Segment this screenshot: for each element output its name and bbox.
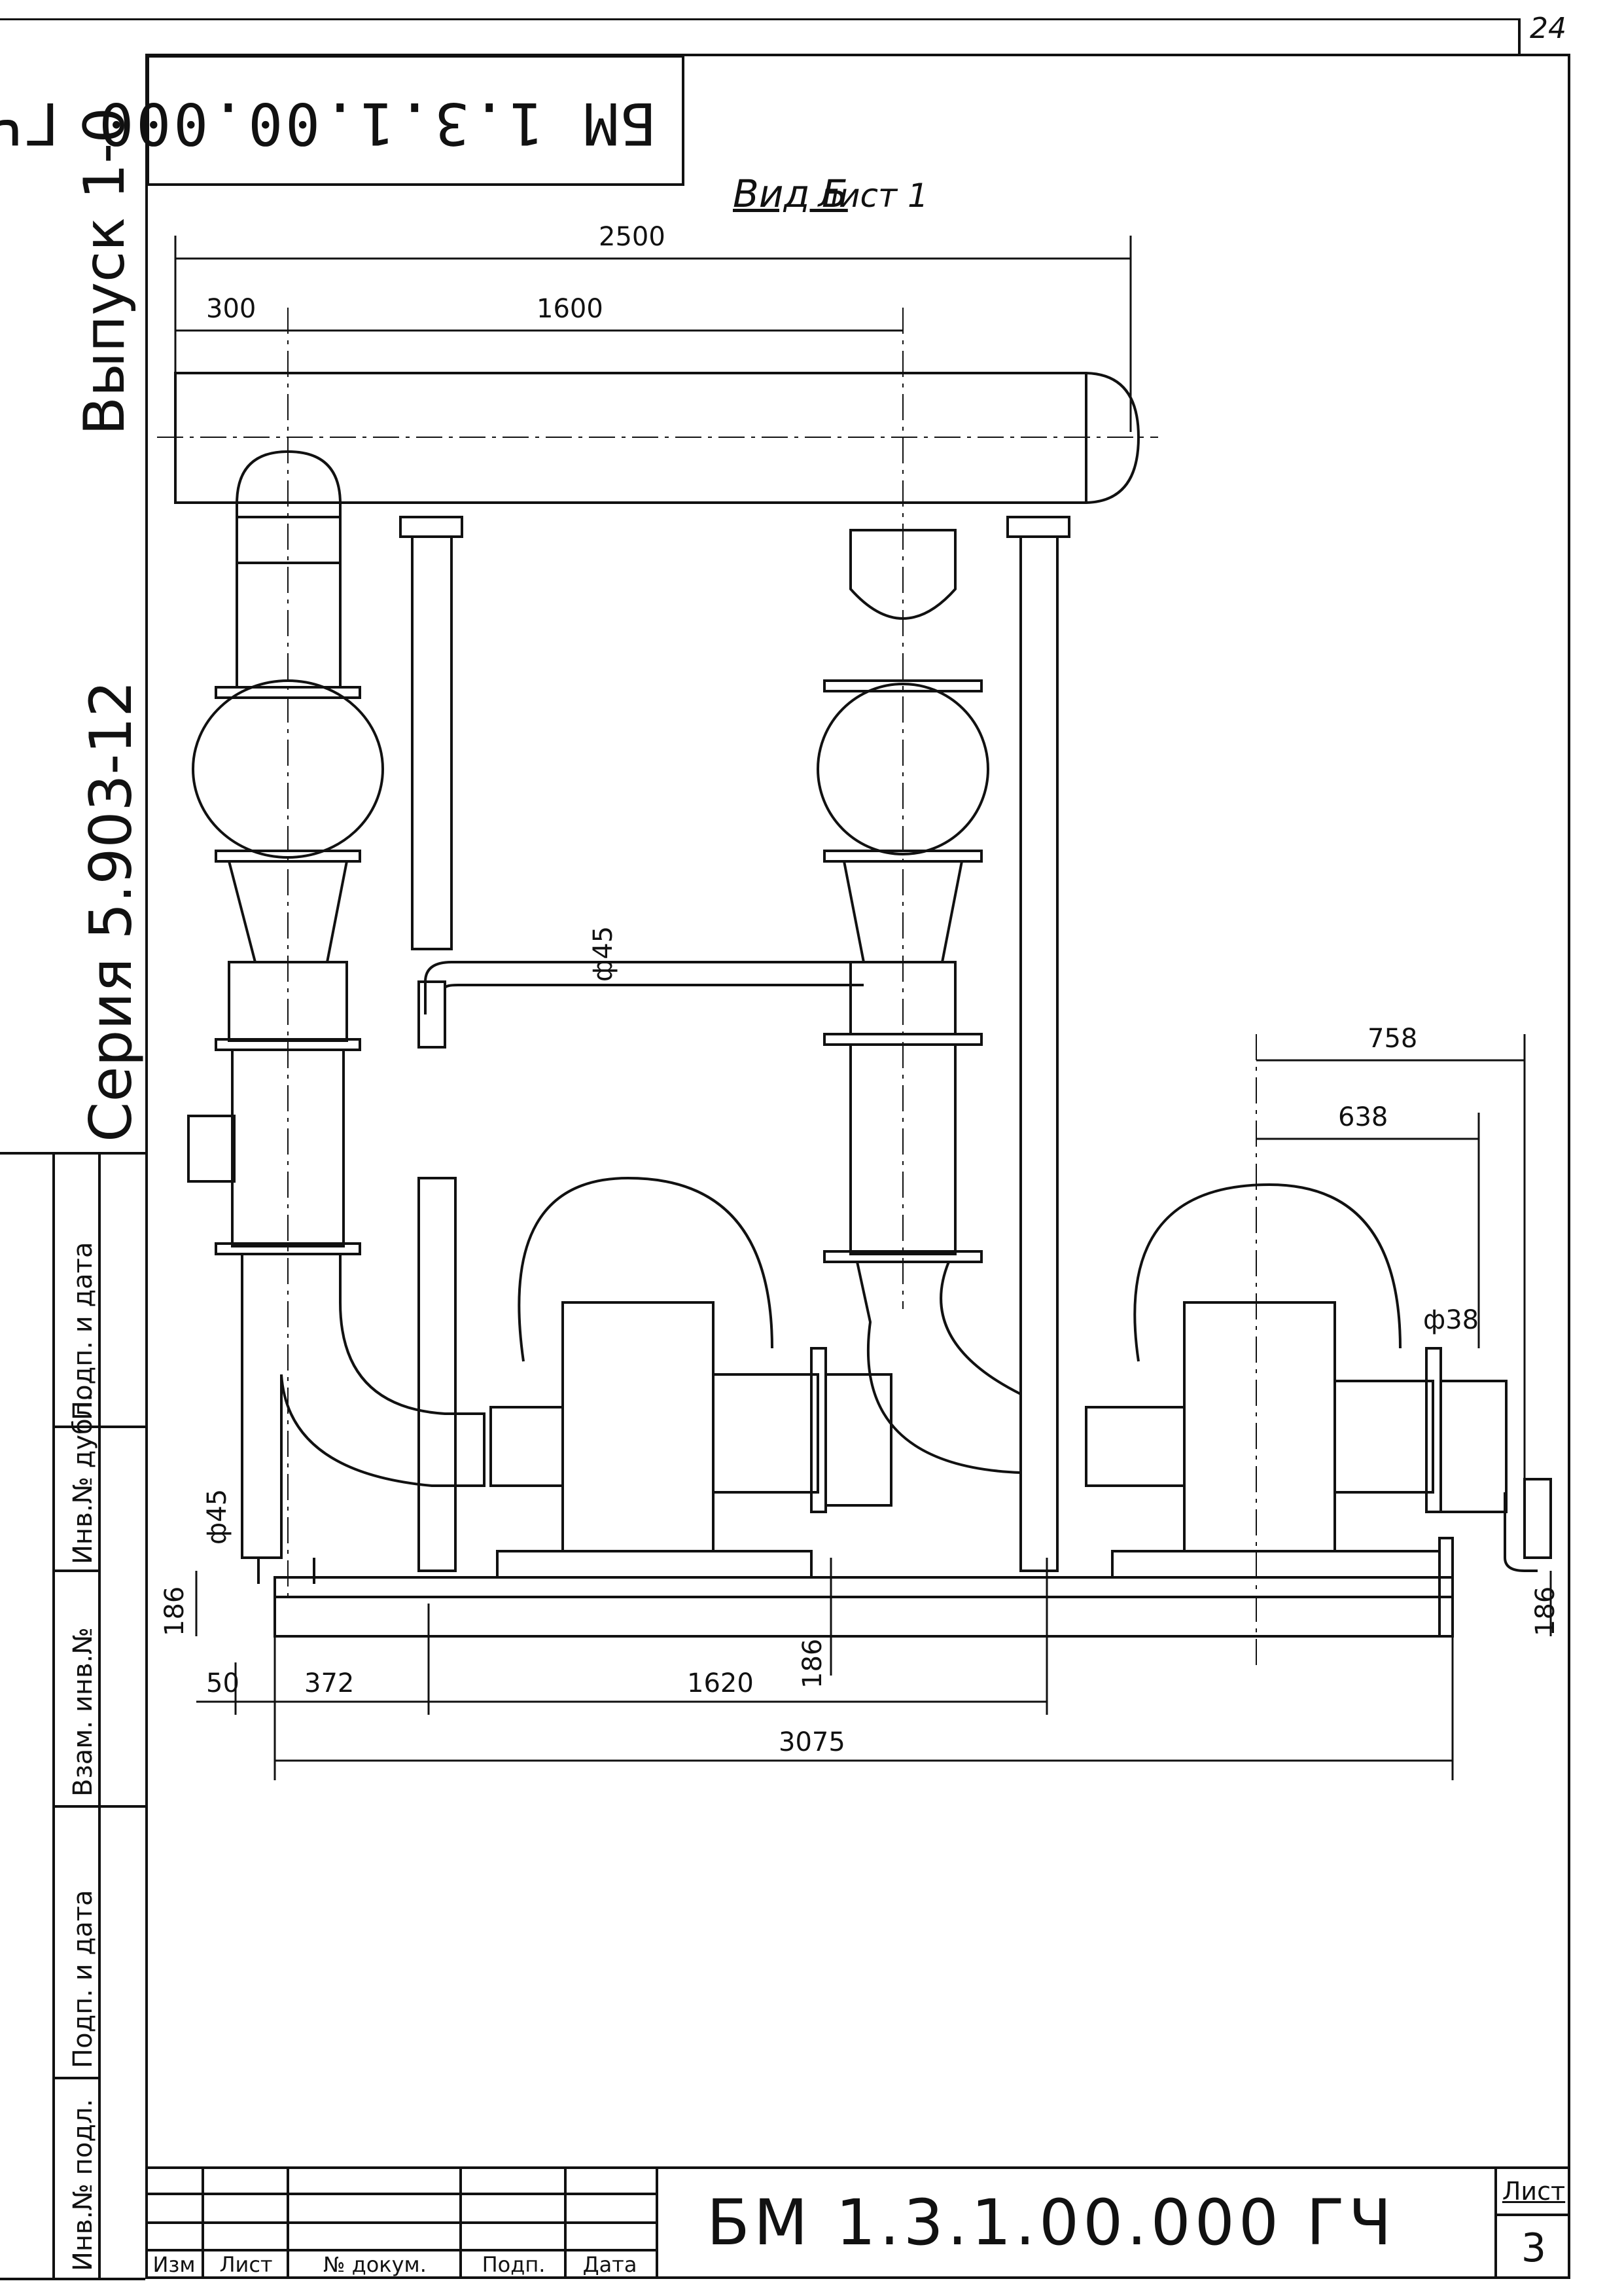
drawing-frame bbox=[145, 54, 1570, 2279]
dim-758: 758 bbox=[1368, 1024, 1417, 1054]
document-code: БМ 1.3.1.00.000 ГЧ bbox=[707, 2186, 1396, 2259]
view-sheet: лист 1 bbox=[818, 177, 928, 215]
base-frame bbox=[274, 1537, 1454, 1638]
top-rule bbox=[0, 18, 1518, 20]
left-thin-pipe bbox=[399, 516, 864, 1572]
left-motor bbox=[489, 1176, 892, 1579]
stamp-label-podp-data-1: Подп. и дата bbox=[68, 1890, 98, 2068]
header-tank bbox=[157, 372, 1158, 504]
dim-50: 50 bbox=[206, 1668, 239, 1698]
sheet-value: 3 bbox=[1521, 2225, 1547, 2271]
dim-638: 638 bbox=[1338, 1102, 1388, 1132]
title-block-grid bbox=[145, 2166, 1570, 2279]
dim-dia45-top: ф45 bbox=[588, 926, 618, 982]
dimension-lines-bottom bbox=[195, 1558, 1454, 1780]
sheet-number: 24 bbox=[1530, 12, 1566, 45]
col-date: Дата bbox=[582, 2252, 637, 2277]
stamp-label-podp-data-2: Подп. и дата bbox=[68, 1242, 98, 1420]
right-pump-column bbox=[817, 516, 1070, 1572]
right-motor bbox=[1085, 1183, 1552, 1579]
dim-3075: 3075 bbox=[779, 1727, 845, 1757]
dimension-lines-right bbox=[1256, 1034, 1552, 1669]
col-list: Лист bbox=[219, 2252, 273, 2277]
frame-corner-line bbox=[1518, 18, 1521, 55]
dim-186-mid: 186 bbox=[798, 1639, 828, 1689]
stamp-label-inv-podl: Инв.№ подл. bbox=[68, 2099, 98, 2271]
dim-300: 300 bbox=[206, 294, 256, 324]
dim-dia38: ф38 bbox=[1423, 1305, 1479, 1335]
col-sign: Подп. bbox=[482, 2252, 546, 2277]
rotated-code-box bbox=[147, 55, 684, 186]
dim-dia45-bottom: ф45 bbox=[202, 1489, 232, 1545]
dim-2500: 2500 bbox=[599, 222, 665, 252]
dim-372: 372 bbox=[304, 1668, 354, 1698]
view-title: Вид Б bbox=[733, 171, 848, 216]
stamp-label-inv-dubl: Инв.№ дубл. bbox=[68, 1393, 98, 1564]
stamp-label-vzam-inv: Взам. инв.№ bbox=[68, 1627, 98, 1797]
side-stamp-grid bbox=[0, 1152, 145, 2280]
left-pump-column bbox=[187, 450, 485, 1584]
dim-1600: 1600 bbox=[537, 294, 603, 324]
col-izm: Изм bbox=[152, 2252, 196, 2277]
dim-186-right: 186 bbox=[1530, 1587, 1561, 1636]
dim-186-left: 186 bbox=[160, 1587, 190, 1636]
col-doc: № докум. bbox=[323, 2252, 427, 2277]
dimension-lines-top bbox=[174, 236, 1132, 1604]
sheet-label: Лист bbox=[1502, 2177, 1566, 2206]
dim-1620: 1620 bbox=[687, 1668, 754, 1698]
